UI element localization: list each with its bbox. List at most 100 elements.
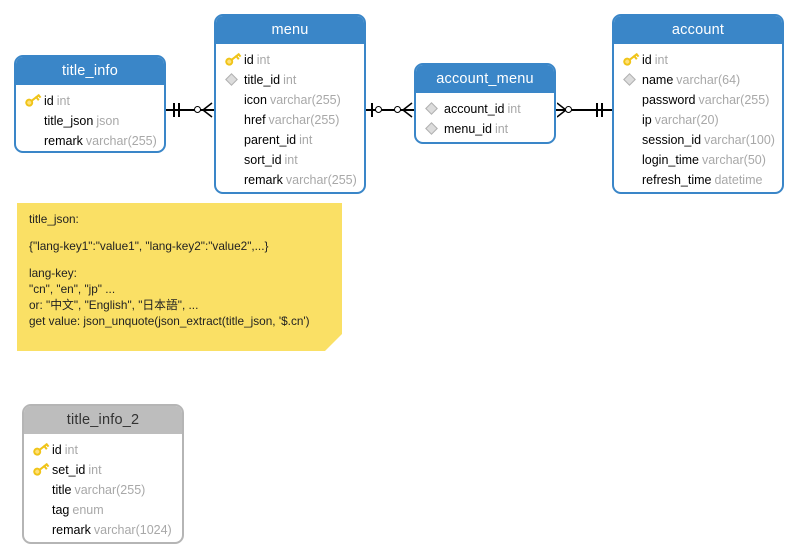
attribute-name: title [52, 483, 72, 497]
attribute-type: varchar(255) [268, 113, 340, 127]
note-title_json[interactable]: title_json: {"lang-key1":"value1", "lang… [17, 203, 342, 351]
no-icon [32, 502, 50, 518]
attribute-type: varchar(64) [676, 73, 741, 87]
entity-title-account_menu: account_menu [416, 65, 554, 93]
foreign-key-diamond-icon [224, 72, 242, 88]
attribute-type: varchar(50) [701, 153, 766, 167]
attribute-type: int [56, 94, 70, 108]
cardinality-one-tick [596, 103, 598, 117]
cardinality-zero-circle [565, 106, 572, 113]
note-line: title_json: [29, 212, 79, 226]
note-fold-corner-icon [325, 334, 342, 351]
attribute-name: tag [52, 503, 70, 517]
attribute-name: title_id [244, 73, 281, 87]
relationship-line [366, 109, 414, 111]
relationship-title_info-menu[interactable] [166, 98, 214, 122]
attribute-type: int [256, 53, 270, 67]
attribute-type: int [283, 73, 297, 87]
attribute-name: remark [44, 134, 83, 148]
cardinality-many-crowfoot-icon [203, 102, 213, 118]
no-icon [622, 172, 640, 188]
primary-key-icon [31, 442, 50, 458]
cardinality-zero-circle [394, 106, 401, 113]
attribute-type: varchar(255) [698, 93, 770, 107]
attribute-type: int [284, 153, 298, 167]
no-icon [24, 133, 42, 149]
attribute-type: int [88, 463, 102, 477]
attribute-type: varchar(255) [285, 173, 357, 187]
cardinality-zero-circle [194, 106, 201, 113]
primary-key-icon [31, 462, 50, 478]
no-icon [622, 132, 640, 148]
attribute-name: account_id [444, 102, 505, 116]
no-icon [32, 482, 50, 498]
attribute-type: varchar(255) [269, 93, 341, 107]
primary-key-icon [223, 52, 242, 68]
attribute-type: json [96, 114, 120, 128]
attribute-name: login_time [642, 153, 699, 167]
attribute-type: varchar(255) [85, 134, 157, 148]
attribute-name: id [642, 53, 652, 67]
foreign-key-diamond-icon [622, 72, 640, 88]
no-icon [224, 172, 242, 188]
no-icon [622, 92, 640, 108]
no-icon [622, 152, 640, 168]
note-line: lang-key: [29, 266, 77, 280]
attribute-type: varchar(20) [654, 113, 719, 127]
entity-title-menu: menu [216, 16, 364, 44]
attribute-name: id [244, 53, 254, 67]
note-line: get value: json_unquote(json_extract(tit… [29, 314, 310, 328]
attribute-type: enum [72, 503, 104, 517]
entity-title-account: account [614, 16, 782, 44]
note-line: "cn", "en", "jp" ... [29, 282, 116, 296]
attribute-type: int [494, 122, 509, 136]
relationship-menu-account_menu[interactable] [366, 98, 414, 122]
attribute-type: varchar(100) [704, 133, 775, 147]
entity-title-title_info: title_info [16, 57, 164, 85]
attribute-type: int [654, 53, 668, 67]
no-icon [32, 522, 50, 538]
attribute-name: remark [52, 523, 91, 537]
attribute-name: title_json [44, 114, 94, 128]
cardinality-one-tick [601, 103, 603, 117]
attribute-name: remark [244, 173, 283, 187]
attribute-name: id [44, 94, 54, 108]
attribute-type: datetime [714, 173, 763, 187]
no-icon [224, 112, 242, 128]
attribute-type: varchar(255) [74, 483, 146, 497]
relationship-account_menu-account[interactable] [556, 98, 612, 122]
primary-key-icon [23, 93, 42, 109]
